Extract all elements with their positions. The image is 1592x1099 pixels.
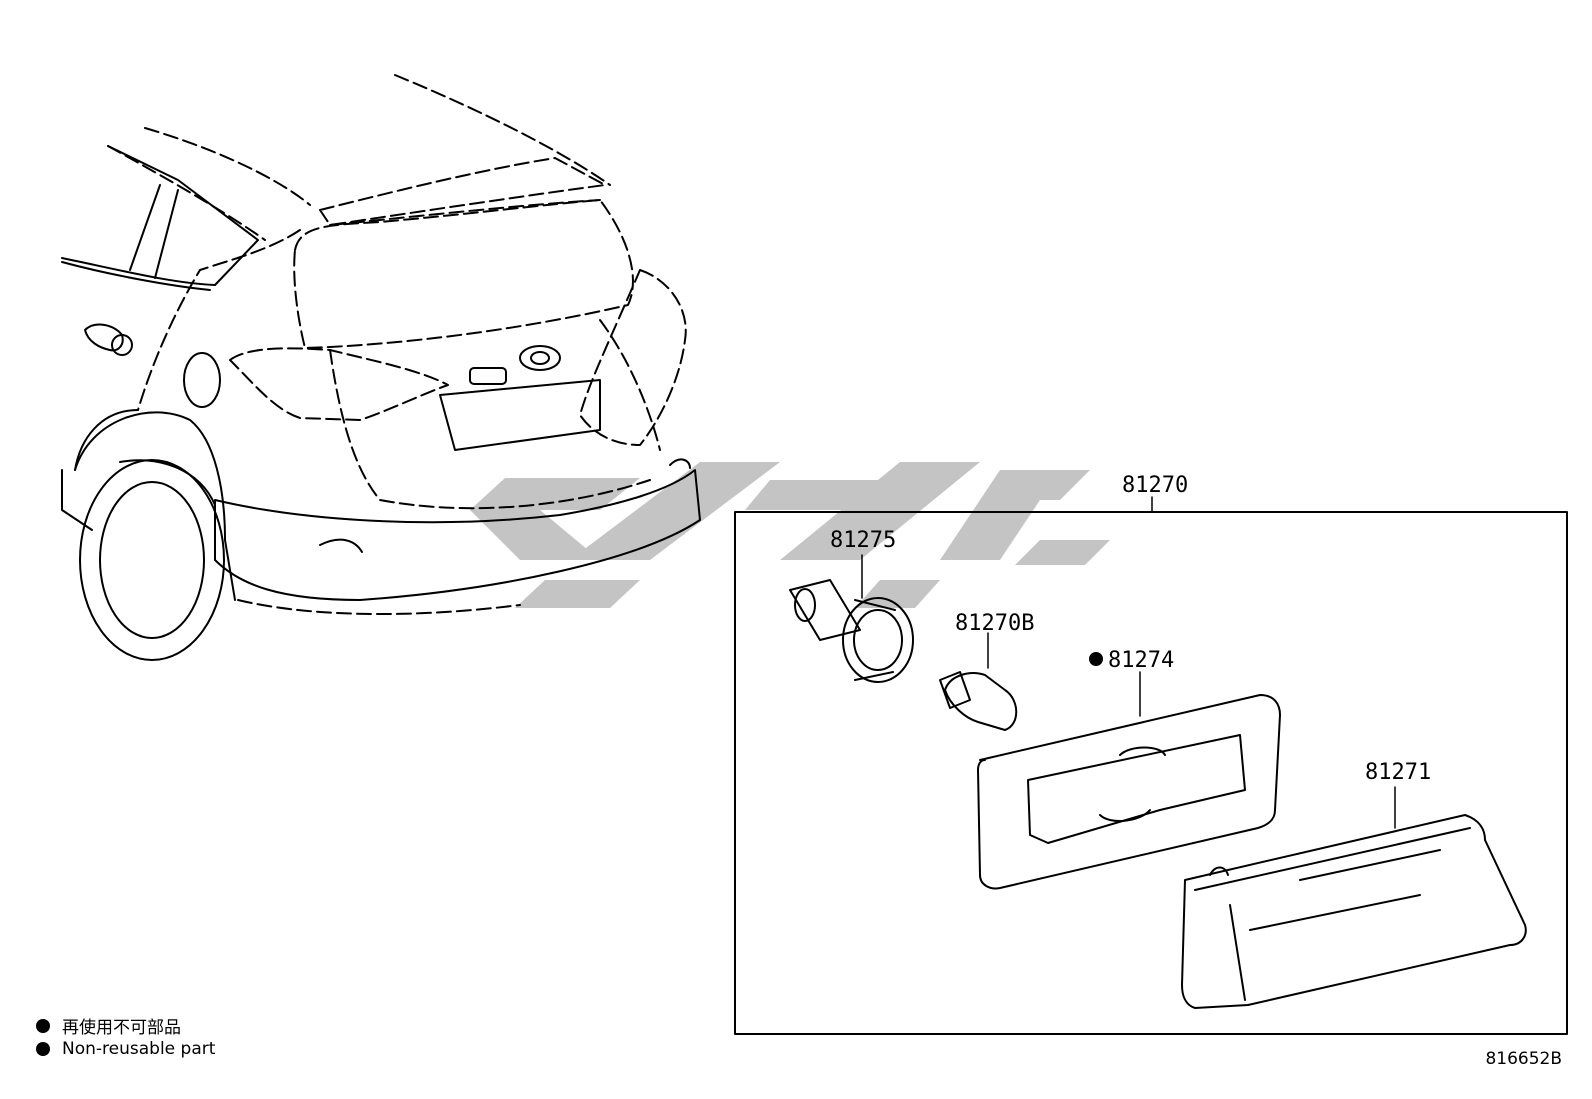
bullet-icon	[36, 1042, 50, 1056]
bullet-icon	[36, 1018, 50, 1033]
non-reusable-marker	[1089, 652, 1103, 666]
legend-item-japanese: 再使用不可部品	[36, 1013, 181, 1038]
gasket-drawing	[977, 671, 1281, 890]
assembly-box	[734, 496, 1568, 1035]
assembly-label: 81270	[1122, 473, 1188, 498]
bulb-drawing	[939, 632, 1018, 731]
gasket-label: 81274	[1108, 648, 1174, 673]
vehicle-rear-view	[61, 74, 701, 661]
bulb-label: 81270B	[955, 611, 1034, 636]
lens-label: 81271	[1365, 760, 1431, 785]
legend-text-english: Non-reusable part	[62, 1039, 216, 1059]
legend-text-japanese: 再使用不可部品	[62, 1018, 181, 1038]
socket-label: 81275	[830, 528, 896, 553]
socket-drawing	[789, 554, 914, 683]
legend-item-english: Non-reusable part	[36, 1039, 215, 1059]
drawing-number: 816652B	[1485, 1049, 1562, 1069]
watermark-logo	[470, 462, 1110, 608]
lens-drawing	[1181, 786, 1527, 1009]
